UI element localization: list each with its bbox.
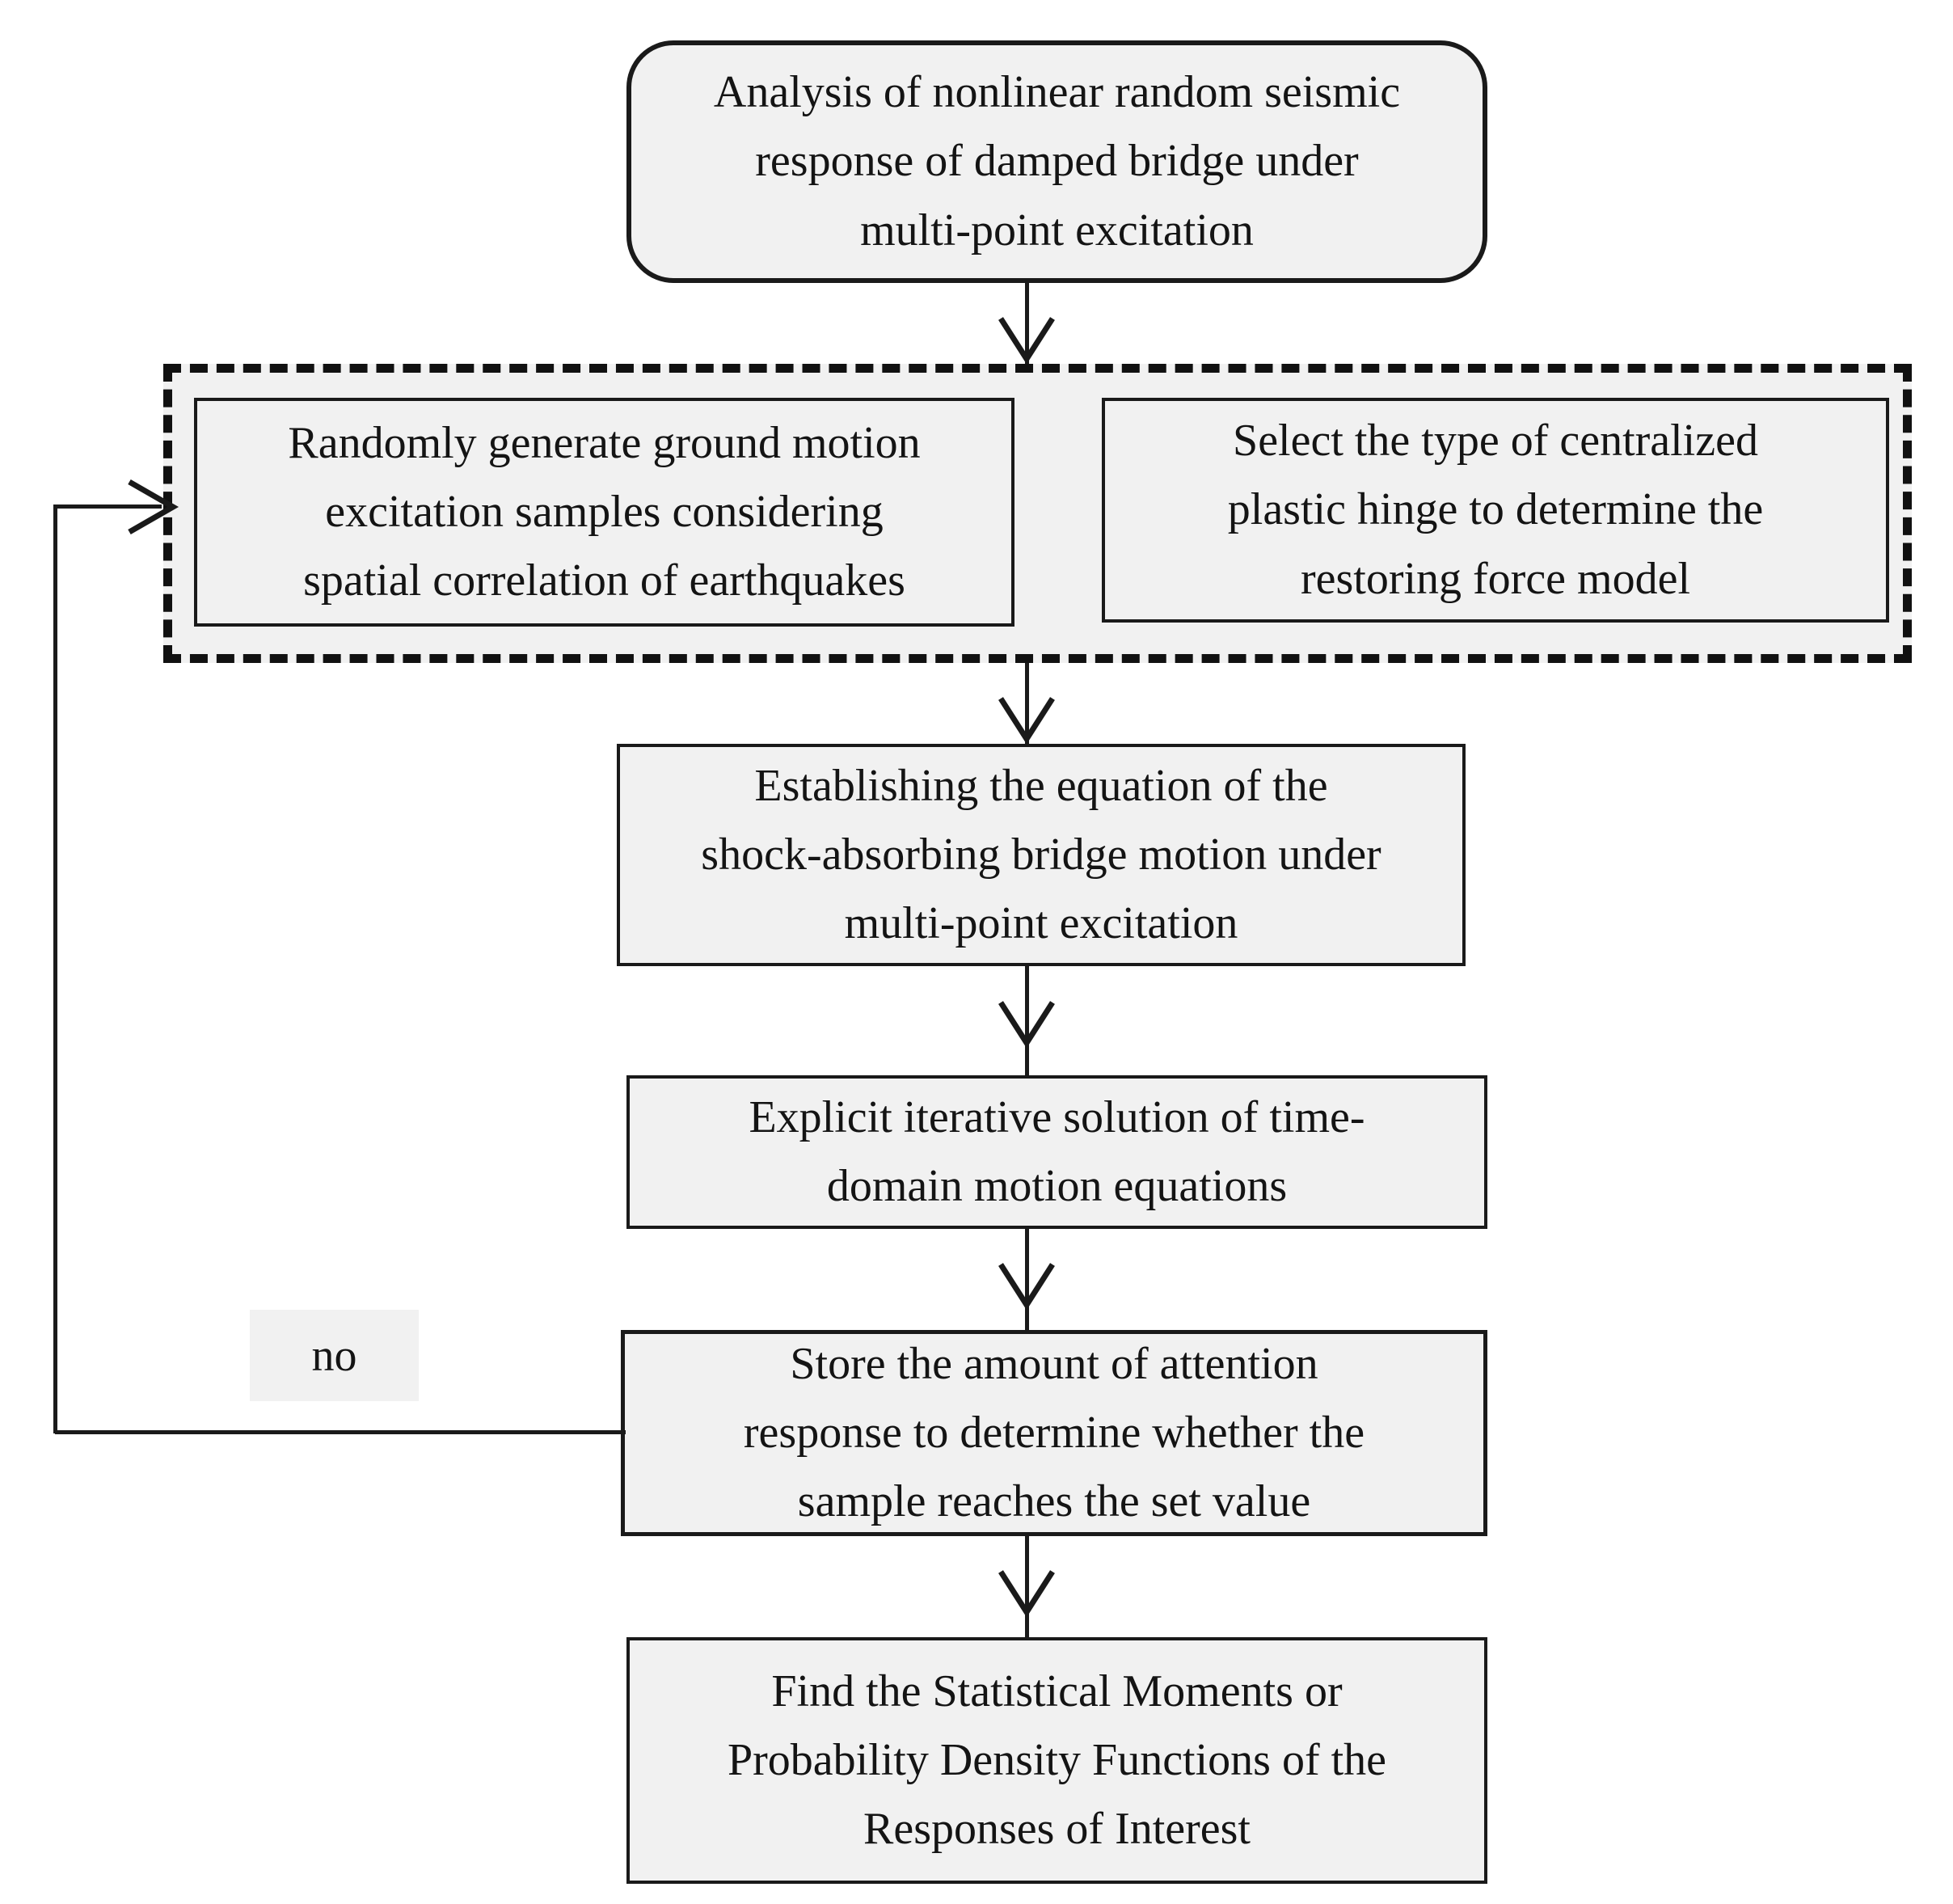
node-store-and-check[interactable]: Store the amount of attention response t… [621,1330,1487,1536]
edge-label-no-text: no [311,1330,357,1381]
node-ground-motion[interactable]: Randomly generate ground motion excitati… [194,398,1014,627]
node-analysis-start[interactable]: Analysis of nonlinear random seismic res… [626,40,1487,283]
node-iterative-solution-label: Explicit iterative solution of time- dom… [749,1091,1365,1211]
connector-start-to-group [1025,283,1029,367]
node-equation-of-motion-label: Establishing the equation of the shock-a… [701,760,1381,949]
arrowhead-right-icon-feedback [120,475,184,540]
connector-store-to-result [1025,1536,1029,1640]
node-store-and-check-label: Store the amount of attention response t… [743,1338,1365,1527]
node-statistical-results[interactable]: Find the Statistical Moments or Probabil… [626,1637,1487,1884]
node-plastic-hinge[interactable]: Select the type of centralized plastic h… [1102,398,1889,623]
node-equation-of-motion[interactable]: Establishing the equation of the shock-a… [617,744,1466,966]
node-iterative-solution[interactable]: Explicit iterative solution of time- dom… [626,1075,1487,1229]
connector-feedback-bottom-segment [55,1430,626,1434]
node-ground-motion-label: Randomly generate ground motion excitati… [288,417,921,606]
connector-group-to-equation [1025,663,1029,747]
node-analysis-start-label: Analysis of nonlinear random seismic res… [713,67,1401,255]
node-statistical-results-label: Find the Statistical Moments or Probabil… [727,1665,1387,1855]
node-plastic-hinge-label: Select the type of centralized plastic h… [1227,416,1764,604]
connector-feedback-top-segment [53,504,162,509]
connector-iterative-to-store [1025,1229,1029,1333]
connector-feedback-left-segment [53,504,57,1433]
edge-label-no: no [250,1310,419,1401]
connector-equation-to-iterative [1025,966,1029,1079]
